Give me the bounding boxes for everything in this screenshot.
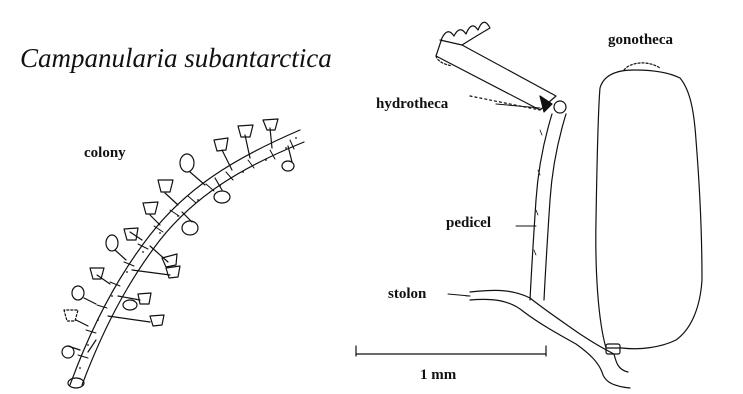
- gonotheca-body: [596, 70, 702, 349]
- gonotheca-label: gonotheca: [608, 33, 673, 48]
- colony-stem-nodes: [78, 140, 294, 358]
- hydrotheca-detail: [436, 22, 566, 113]
- pedicel-right-wall: [544, 114, 566, 300]
- stolon-leader: [448, 294, 470, 296]
- colony-stem: [70, 130, 300, 385]
- hydrotheca-cup: [436, 22, 556, 110]
- leader-lines: [448, 104, 540, 296]
- pedicel-left-wall: [530, 114, 552, 300]
- hydrotheca-label: hydrotheca: [376, 97, 448, 112]
- stolon-upper: [470, 290, 628, 372]
- colony-label: colony: [84, 146, 126, 161]
- colony-hydrothecae-lower: [88, 146, 294, 352]
- gonotheca-illustration: [596, 63, 702, 354]
- pedicel-label: pedicel: [446, 216, 491, 231]
- gonotheca-cap: [624, 63, 660, 70]
- gonotheca-stalk: [606, 344, 620, 354]
- stolon-illustration: [466, 290, 630, 388]
- stolon-label: stolon: [388, 287, 426, 302]
- hydrotheca-node: [554, 101, 566, 113]
- pedicel-illustration: [530, 114, 566, 300]
- figure-title: Campanularia subantarctica: [20, 45, 332, 72]
- scale-bar-label: 1 mm: [420, 368, 456, 383]
- scale-bar: [356, 346, 546, 356]
- colony-stem-outline: [82, 142, 304, 385]
